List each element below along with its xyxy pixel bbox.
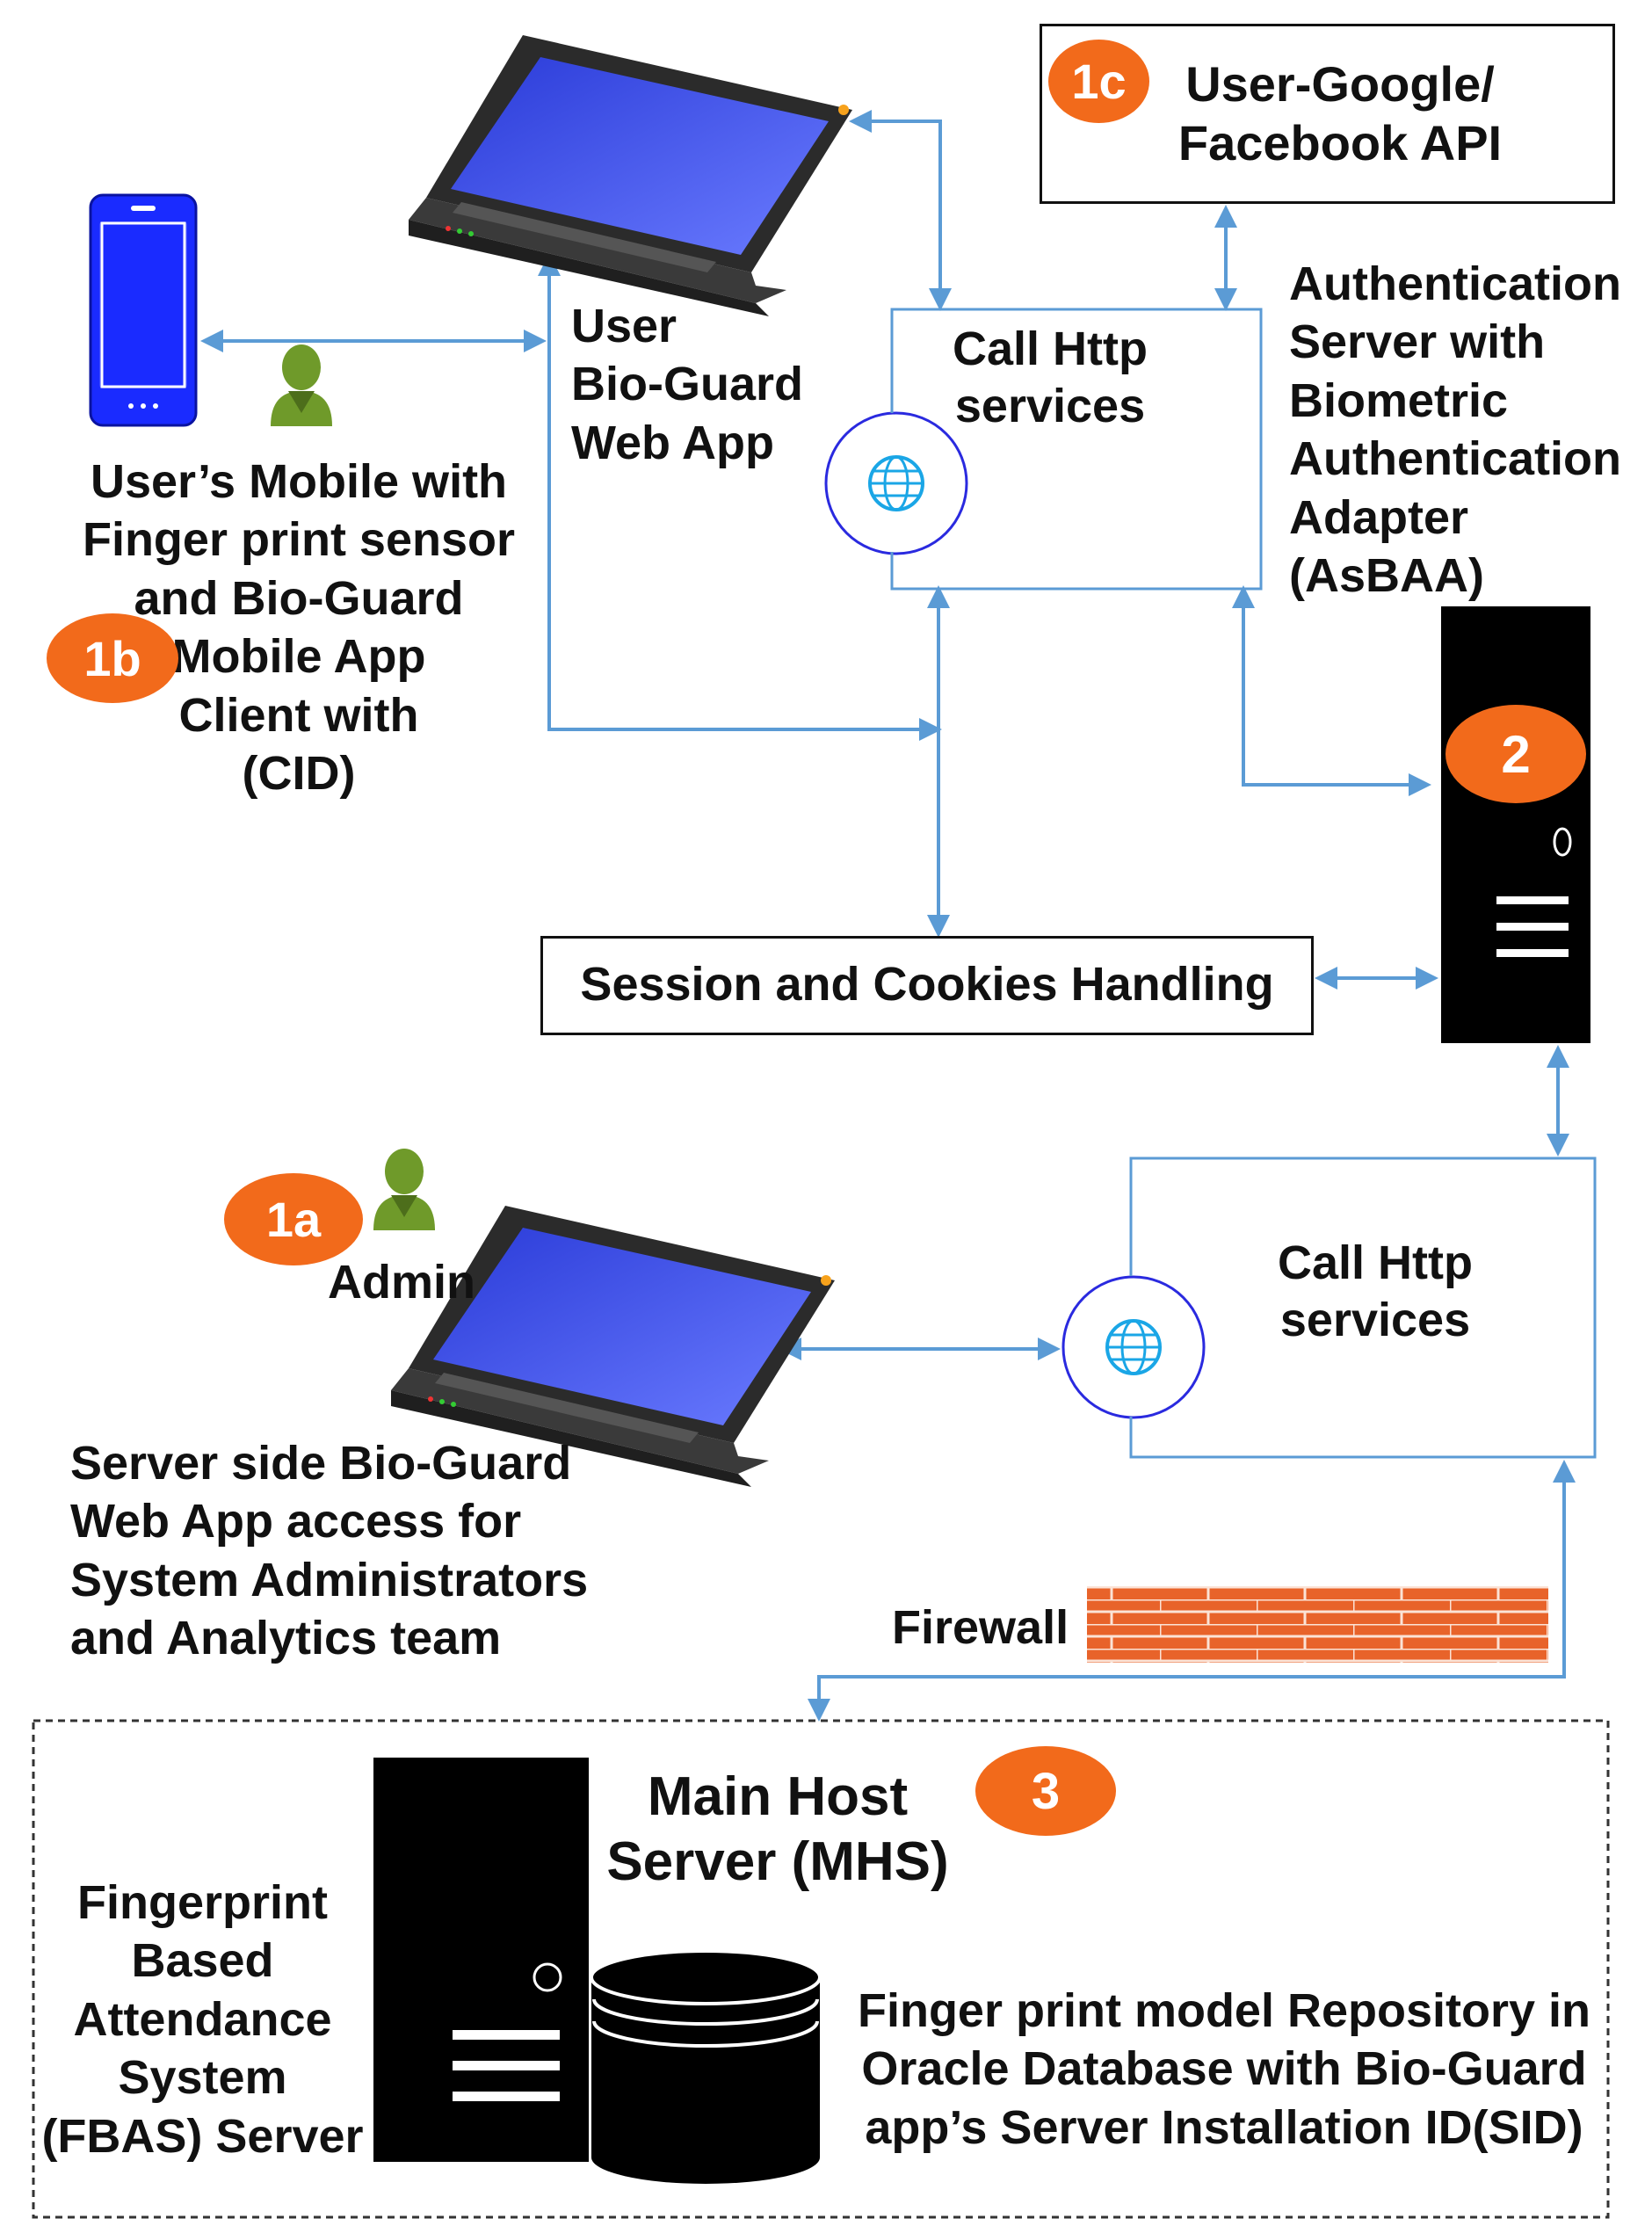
badge-1a: 1a [224,1173,363,1265]
auth-server-label: Authentication Server with Biometric Aut… [1289,257,1621,603]
arrow-auth-server [1232,585,1431,796]
badge-3: 3 [975,1746,1116,1836]
server-side-label: Server side Bio-Guard Web App access for… [70,1437,589,1665]
arrow-callhttp-mhs [808,1460,1576,1722]
server-tower-icon [373,1758,589,2162]
laptop-icon [409,35,852,316]
repository-label: Finger print model Repository in Oracle … [857,1984,1591,2154]
arrow-laptop-callhttp [849,110,952,311]
fbas-label: Fingerprint Based Attendance System (FBA… [41,1876,364,2163]
user-mobile-label: User’s Mobile with Finger print sensor a… [82,455,516,801]
globe-icon [1061,1275,1206,1419]
laptop-icon [391,1206,835,1487]
call-http-top-label: Call Http services [953,323,1148,432]
session-box[interactable] [540,936,1314,1035]
call-http-bottom-label: Call Http services [1278,1236,1473,1346]
firewall-label: Firewall [892,1601,1069,1654]
smartphone-icon [89,193,198,427]
badge-2: 2 [1446,705,1586,803]
user-webapp-label: User Bio-Guard Web App [571,300,803,469]
admin-label: Admin [328,1256,475,1309]
session-label: Session and Cookies Handling [580,958,1274,1011]
person-icon [271,344,332,426]
server-tower-icon [1441,606,1590,1043]
callhttp-box-bottom-outline [1129,1157,1597,1459]
person-icon [373,1149,435,1230]
database-icon [590,1949,822,2184]
arrow-laptop-down [538,253,942,741]
badge-1b: 1b [47,613,178,703]
connectors [200,110,1576,1722]
callhttp-box-top-outline [890,308,1263,591]
host-region-border [32,1719,1610,2219]
globe-icon [824,411,968,555]
brick-wall-icon [1087,1586,1548,1663]
google-api-label: User-Google/ Facebook API [1177,56,1503,171]
main-host-label: Main Host Server (MHS) [606,1766,949,1893]
badge-1c: 1c [1048,40,1149,123]
